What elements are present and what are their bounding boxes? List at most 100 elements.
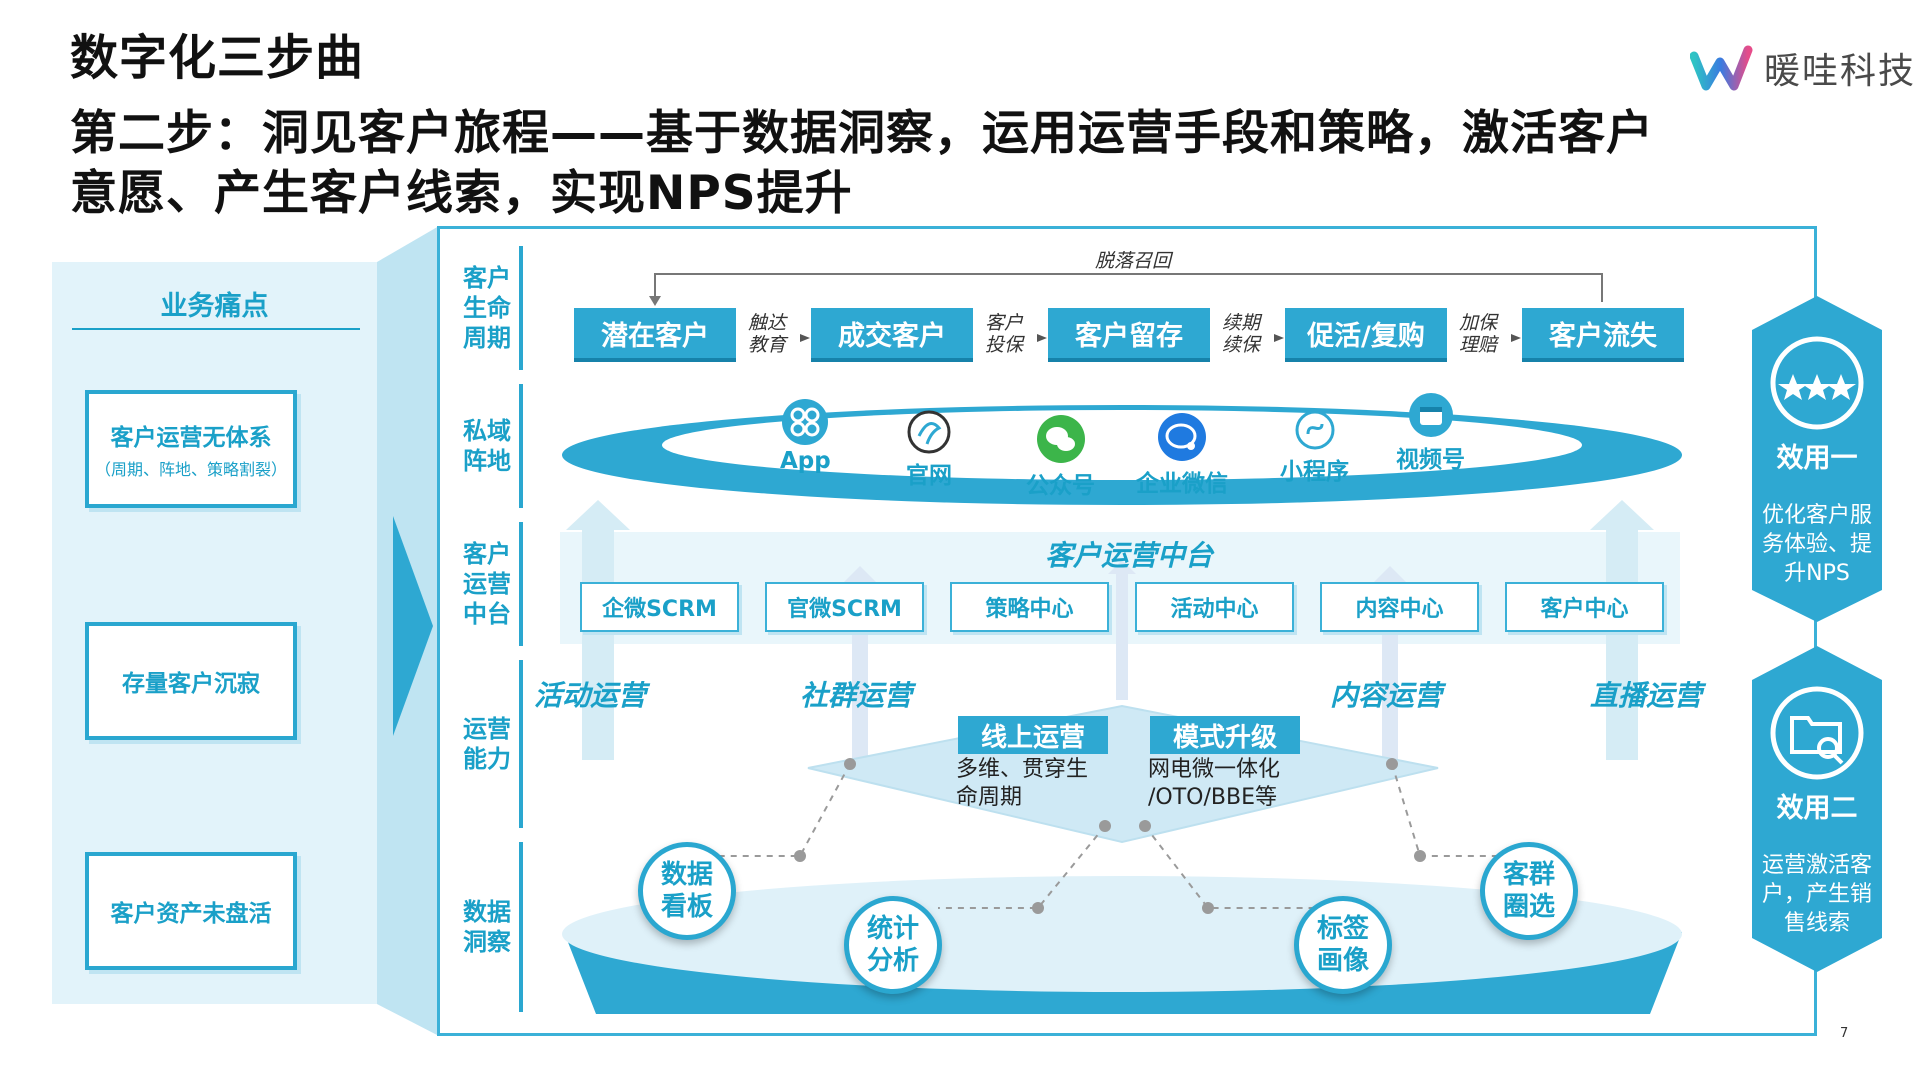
stage-connector: 加保 理赔 [1459,312,1519,356]
panel-connector [377,226,439,1036]
effect-desc-line: 优化客户服 [1761,503,1872,528]
op-label-livestream: 直播运营 [1590,679,1703,712]
up-arrow-icon [840,566,880,760]
up-arrow-icon [1370,566,1410,760]
connector-text: 投保 [985,334,1024,356]
row-label-private-domain: 私域阵地 [455,384,523,508]
recall-label: 脱落召回 [1095,250,1172,272]
data-circle-dashboard: 数据看板 [638,842,736,940]
effect-title: 效用一 [1776,443,1858,474]
stage-retained-customer: 客户留存 [1048,308,1210,362]
effect-title: 效用二 [1776,793,1858,824]
app-grid-icon [782,399,829,445]
channel-label: 官网 [906,463,952,489]
page-title: 数字化三步曲 [70,30,365,86]
pain-point-box: 存量客户沉寂 [85,622,297,740]
channel-website: 官网 [906,410,952,490]
mode-upgrade-desc-line: 网电微一体化 [1148,757,1281,782]
connector-text: 续保 [1222,334,1261,356]
mode-upgrade-title: 模式升级 [1150,716,1300,754]
effect-desc-line: 售线索 [1783,911,1850,936]
row-label-lifecycle: 客户生命周期 [455,246,523,370]
logo: 暖哇科技 [1690,38,1916,98]
module-activity-center: 活动中心 [1135,582,1294,632]
circle-text: 统计 [866,914,919,944]
pain-point-sub: （周期、阵地、策略割裂） [94,460,287,479]
effect-1: 效用一 优化客户服 务体验、提 升NPS [1752,436,1882,588]
stage-connector: 续期 续保 [1222,312,1282,356]
channel-mini-program: 小程序 [1280,410,1349,486]
circle-text: 标签 [1316,914,1369,944]
stage-connector: 客户 投保 [985,312,1045,356]
channel-wecom: 企业微信 [1136,412,1228,498]
stage-potential-customer: 潜在客户 [574,308,736,362]
circle-text: 分析 [866,946,919,976]
headline-line-2: 意愿、产生客户线索，实现NPS提升 [70,166,853,221]
channel-app: App [780,398,831,474]
row-label-platform: 客户运营中台 [455,522,523,646]
circle-text: 客群 [1502,860,1555,890]
online-ops-desc: 多维、贯穿生 命周期 [956,756,1088,812]
channel-label: 企业微信 [1136,471,1228,497]
channel-official-account: 公众号 [1026,414,1095,500]
effect-desc: 优化客户服 务体验、提 升NPS [1752,501,1882,588]
effect-desc-line: 升NPS [1784,561,1850,586]
recall-arrow-icon [649,296,661,306]
connector-text: 触达 [748,312,787,334]
pain-point-main: 客户资产未盘活 [110,901,272,927]
link-dots [794,758,1426,914]
video-channel-icon [1408,393,1453,437]
module-wecom-scrm: 企微SCRM [580,582,739,632]
page-number: 7 [1840,1026,1849,1041]
three-stars-icon [1778,374,1856,400]
stage-churned-customer: 客户流失 [1522,308,1684,362]
online-ops-desc-line: 多维、贯穿生 [956,757,1089,782]
circle-text: 画像 [1316,946,1369,976]
stage-reactivation: 促活/复购 [1285,308,1447,362]
effect-desc-line: 务体验、提 [1761,532,1872,557]
data-circle-tag-profile: 标签画像 [1294,896,1392,994]
stage-connector: 触达 教育 [748,312,808,356]
pain-points-panel: 业务痛点 客户运营无体系 （周期、阵地、策略割裂） 存量客户沉寂 客户资产未盘活 [52,262,377,1004]
module-wechat-scrm: 官微SCRM [765,582,924,632]
pain-point-main: 存量客户沉寂 [122,671,260,697]
wechat-icon [1036,415,1085,463]
row-label-operations: 运营能力 [455,660,523,828]
effect-2: 效用二 运营激活客 户，产生销 售线索 [1752,786,1882,938]
stage-converted-customer: 成交客户 [811,308,973,362]
channel-label: 小程序 [1280,459,1349,485]
flow-arrow-icon [393,516,433,736]
channel-video: 视频号 [1396,392,1465,474]
module-strategy-center: 策略中心 [950,582,1109,632]
channel-label: 视频号 [1396,447,1465,473]
op-label-activity: 活动运营 [534,679,647,712]
connector-text: 教育 [748,334,787,356]
module-customer-center: 客户中心 [1505,582,1664,632]
connector-text: 理赔 [1459,334,1498,356]
effect-desc-line: 运营激活客 [1761,853,1872,878]
effect-icon-ring [1770,686,1864,780]
row-label-data-insight: 数据洞察 [455,842,523,1012]
headline: 第二步：洞见客户旅程——基于数据洞察，运用运营手段和策略，激活客户 意愿、产生客… [70,104,1710,224]
recall-loop-line [654,273,1603,302]
data-circle-analytics: 统计分析 [844,896,942,994]
pain-point-box: 客户资产未盘活 [85,852,297,970]
pain-point-box: 客户运营无体系 （周期、阵地、策略割裂） [85,390,297,508]
connector-text: 客户 [985,312,1024,334]
channel-label: 公众号 [1026,473,1095,499]
wecom-icon [1158,413,1206,461]
module-content-center: 内容中心 [1320,582,1479,632]
up-arrow-icon [1108,560,1136,700]
channel-label: App [780,448,831,474]
mode-upgrade-desc-line: /OTO/BBE等 [1148,785,1277,810]
logo-icon [1690,45,1753,91]
circle-text: 看板 [660,892,713,922]
pain-points-divider [72,328,360,330]
connector-text: 续期 [1222,312,1261,334]
pain-points-header: 业务痛点 [160,291,269,322]
data-circle-segment: 客群圈选 [1480,842,1578,940]
operations-diamond [807,704,1439,844]
op-label-community: 社群运营 [800,679,913,712]
effect-desc-line: 户，产生销 [1761,882,1872,907]
